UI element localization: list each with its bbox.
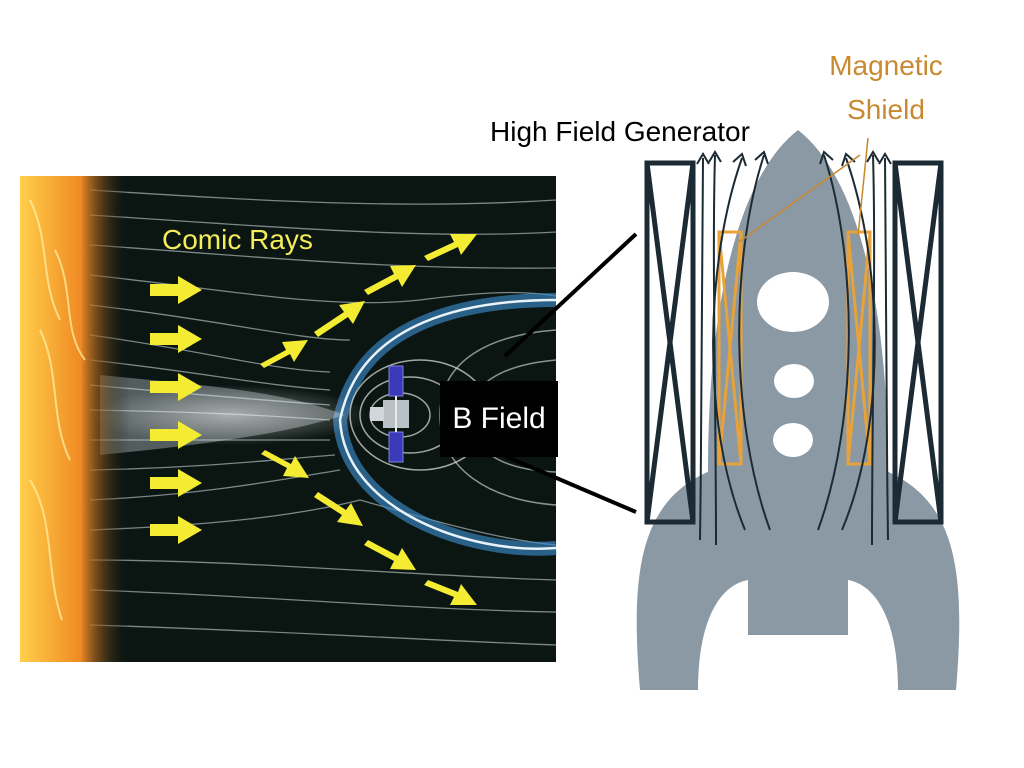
ray-arrows (150, 234, 477, 605)
sun (20, 176, 130, 662)
ray-arrow (314, 301, 365, 337)
ray-arrow (150, 421, 202, 449)
rocket-hull (708, 130, 888, 560)
magnetic-shield-coils (717, 230, 872, 466)
satellite-icon (370, 365, 409, 463)
high-field-generator-label: High Field Generator (490, 116, 750, 147)
comic-rays-label: Comic Rays (162, 224, 313, 255)
field-arrowheads (696, 150, 892, 167)
magnetic-shield-label-line2: Shield (847, 94, 925, 125)
rocket-window (757, 272, 829, 332)
magnetic-shield-label: Magnetic Shield (808, 44, 964, 132)
ray-arrow (150, 469, 202, 497)
ray-arrow (314, 492, 363, 526)
ray-arrow (424, 580, 477, 605)
ray-arrow (364, 265, 416, 295)
rocket-field-lines (699, 154, 889, 546)
sun-flares (29, 199, 86, 621)
magnetic-shield-label-line1: Magnetic (829, 50, 943, 81)
ray-arrow (260, 340, 308, 368)
ray-arrow (150, 516, 202, 544)
stream-glow (90, 385, 370, 445)
rocket-window (774, 364, 814, 398)
ray-arrow (424, 234, 477, 261)
ray-arrow (150, 276, 202, 304)
ray-arrow (364, 540, 416, 570)
rocket-window (773, 423, 813, 457)
high-field-generator-coils (644, 160, 944, 525)
callout-lines (503, 232, 638, 514)
shield-leader-lines (738, 137, 869, 243)
b-field-callout: B Field (440, 381, 558, 457)
ray-arrow (150, 325, 202, 353)
ray-arrow (261, 450, 309, 478)
ray-arrow (150, 373, 202, 401)
